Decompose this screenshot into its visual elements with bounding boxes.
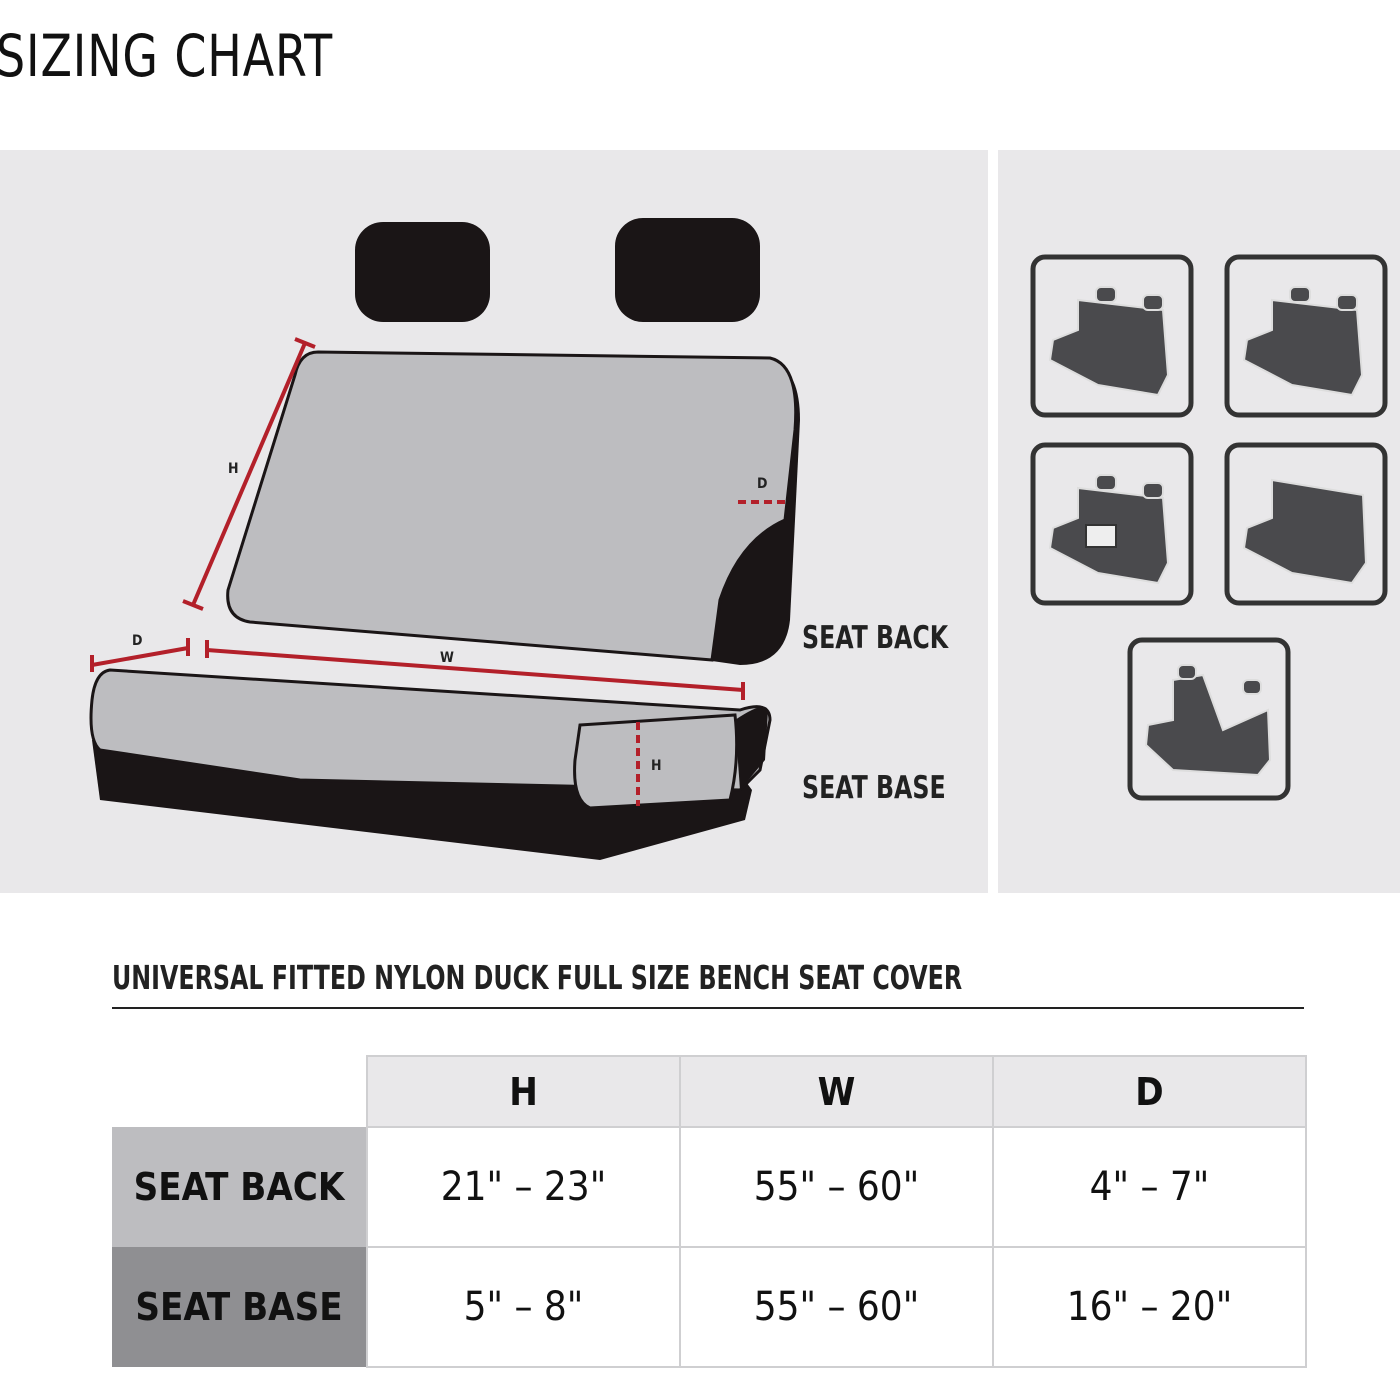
header-h: H bbox=[366, 1055, 681, 1128]
header-w: W bbox=[679, 1055, 994, 1128]
page-title: SIZING CHART bbox=[0, 22, 333, 90]
table-row: SEAT BACK 21" – 23" 55" – 60" 4" – 7" bbox=[112, 1126, 1307, 1248]
row-label: SEAT BASE bbox=[112, 1247, 367, 1367]
header-d: D bbox=[992, 1055, 1307, 1128]
dim-back-depth: D bbox=[757, 476, 767, 492]
bench-with-headrests-icon bbox=[1048, 286, 1170, 397]
seat-back-face bbox=[226, 350, 798, 662]
dim-base-depth: D bbox=[132, 633, 142, 649]
dim-back-height: H bbox=[228, 461, 239, 477]
cell: 55" – 60" bbox=[679, 1246, 994, 1368]
cell: 55" – 60" bbox=[679, 1126, 994, 1248]
cell: 5" – 8" bbox=[366, 1246, 681, 1368]
split-bucket-bench-icon bbox=[1144, 664, 1272, 777]
row-label: SEAT BACK bbox=[112, 1127, 367, 1247]
dim-width: W bbox=[440, 650, 454, 666]
bench-with-armrest-console-icon bbox=[1048, 474, 1170, 585]
cell: 16" – 20" bbox=[992, 1246, 1307, 1368]
cell: 21" – 23" bbox=[366, 1126, 681, 1248]
size-table: H W D SEAT BACK 21" – 23" 55" – 60" 4" –… bbox=[112, 1055, 1307, 1368]
bench-solid-back-icon bbox=[1242, 478, 1368, 585]
bench-seat-diagram: H D W D H bbox=[89, 218, 800, 860]
seat-diagram-panel: H D W D H SEAT BACK SEAT BASE bbox=[0, 150, 988, 893]
headrest-left bbox=[355, 222, 490, 322]
cell: 4" – 7" bbox=[992, 1126, 1307, 1248]
dim-base-height: H bbox=[651, 758, 662, 774]
seat-base-label: SEAT BASE bbox=[802, 770, 946, 806]
table-row: SEAT BASE 5" – 8" 55" – 60" 16" – 20" bbox=[112, 1246, 1307, 1368]
bench-with-split-headrests-icon bbox=[1242, 286, 1364, 397]
seat-back-label: SEAT BACK bbox=[802, 620, 949, 656]
compatible-seats-panel bbox=[998, 150, 1400, 893]
table-title: UNIVERSAL FITTED NYLON DUCK FULL SIZE BE… bbox=[112, 958, 963, 997]
title-divider bbox=[112, 1007, 1304, 1009]
headrest-right bbox=[615, 218, 760, 322]
